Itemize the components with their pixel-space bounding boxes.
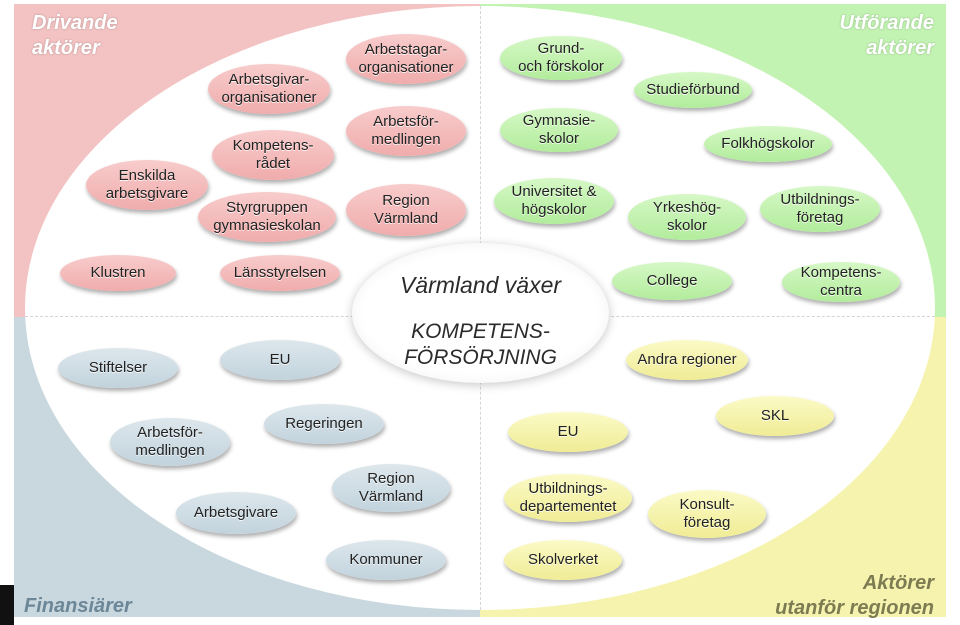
node-gymnasieskolor: Gymnasie- skolor bbox=[500, 108, 618, 152]
node-skl: SKL bbox=[716, 396, 834, 436]
node-label: Länsstyrelsen bbox=[233, 264, 327, 281]
node-arbetstagarorganisationer: Arbetstagar- organisationer bbox=[346, 34, 466, 84]
node-styrgruppen-gymnasieskolan: Styrgruppen gymnasieskolan bbox=[198, 192, 336, 242]
node-enskilda-arbetsgivare: Enskilda arbetsgivare bbox=[86, 160, 208, 210]
node-label: EU bbox=[269, 351, 291, 368]
node-konsultforetag: Konsult- företag bbox=[648, 490, 766, 538]
center-ellipse bbox=[352, 243, 609, 383]
node-label: Gymnasie- skolor bbox=[522, 112, 596, 147]
node-label: Stiftelser bbox=[88, 359, 148, 376]
node-label: Region Värmland bbox=[373, 192, 439, 227]
node-arbetsformedlingen-red: Arbetsför- medlingen bbox=[346, 106, 466, 156]
node-arbetsgivarorganisationer: Arbetsgivar- organisationer bbox=[208, 64, 330, 114]
node-label: Arbetsför- medlingen bbox=[135, 424, 205, 459]
node-label: Utbildnings- företag bbox=[780, 191, 860, 226]
node-universitet-hogskolor: Universitet & högskolor bbox=[494, 178, 614, 224]
node-label: Andra regioner bbox=[637, 351, 737, 368]
node-label: Kommuner bbox=[349, 551, 423, 568]
node-grund-och-forskolor: Grund- och förskolor bbox=[500, 36, 622, 80]
node-label: Konsult- företag bbox=[679, 496, 735, 531]
node-label: Kompetens- rådet bbox=[232, 137, 314, 172]
node-label: Skolverket bbox=[527, 551, 599, 568]
node-label: Studieförbund bbox=[646, 81, 740, 98]
node-label: EU bbox=[557, 423, 579, 440]
node-andra-regioner: Andra regioner bbox=[626, 340, 748, 380]
node-stiftelser: Stiftelser bbox=[58, 348, 178, 388]
node-lansstyrelsen: Länsstyrelsen bbox=[220, 255, 340, 291]
corner-label-finansiarer: Finansiärer bbox=[24, 595, 132, 617]
node-label: College bbox=[646, 272, 698, 289]
node-label: Region Värmland bbox=[358, 470, 424, 505]
node-label: Arbetsför- medlingen bbox=[371, 113, 441, 148]
node-label: Arbetsgivare bbox=[193, 504, 279, 521]
node-label: Grund- och förskolor bbox=[518, 40, 604, 75]
node-skolverket: Skolverket bbox=[504, 540, 622, 580]
node-region-varmland-red: Region Värmland bbox=[346, 184, 466, 236]
node-yrkeshogskolor: Yrkeshög- skolor bbox=[628, 194, 746, 240]
node-klustren: Klustren bbox=[60, 255, 176, 291]
node-folkhogskolor: Folkhögskolor bbox=[704, 126, 832, 162]
node-label: SKL bbox=[760, 407, 790, 424]
node-arbetsformedlingen-blue: Arbetsför- medlingen bbox=[110, 418, 230, 466]
node-regeringen: Regeringen bbox=[264, 404, 384, 444]
node-label: Regeringen bbox=[285, 415, 363, 432]
node-label: Enskilda arbetsgivare bbox=[105, 167, 189, 202]
node-kommuner: Kommuner bbox=[326, 540, 446, 580]
node-label: Folkhögskolor bbox=[721, 135, 815, 152]
node-label: Arbetsgivar- organisationer bbox=[221, 71, 317, 106]
node-label: Universitet & högskolor bbox=[511, 183, 597, 218]
node-label: Yrkeshög- skolor bbox=[652, 199, 722, 234]
center-subtitle: KOMPETENS- FÖRSÖRJNING bbox=[404, 320, 557, 369]
node-label: Klustren bbox=[90, 264, 146, 281]
node-utbildningsforetag: Utbildnings- företag bbox=[760, 186, 880, 232]
center-title: Värmland växer bbox=[399, 272, 562, 298]
edge-band bbox=[0, 585, 14, 625]
node-utbildningsdepartementet: Utbildnings- departementet bbox=[504, 474, 632, 522]
node-label: Arbetstagar- organisationer bbox=[358, 41, 454, 76]
node-kompetenscentra: Kompetens- centra bbox=[782, 262, 900, 302]
node-region-varmland-blue: Region Värmland bbox=[332, 464, 450, 512]
node-arbetsgivare: Arbetsgivare bbox=[176, 492, 296, 534]
node-eu-yellow: EU bbox=[508, 412, 628, 452]
node-studieforbund: Studieförbund bbox=[634, 72, 752, 108]
node-label: Styrgruppen gymnasieskolan bbox=[213, 199, 321, 234]
node-college: College bbox=[612, 262, 732, 300]
corner-label-utforande: Utförande aktörer bbox=[839, 12, 934, 59]
corner-label-drivande: Drivande aktörer bbox=[32, 12, 118, 59]
node-eu-blue: EU bbox=[220, 340, 340, 380]
corner-label-utanfor: Aktörer utanför regionen bbox=[775, 572, 934, 619]
node-label: Kompetens- centra bbox=[800, 264, 882, 299]
node-kompetensradet: Kompetens- rådet bbox=[212, 130, 334, 180]
node-label: Utbildnings- departementet bbox=[519, 480, 617, 515]
